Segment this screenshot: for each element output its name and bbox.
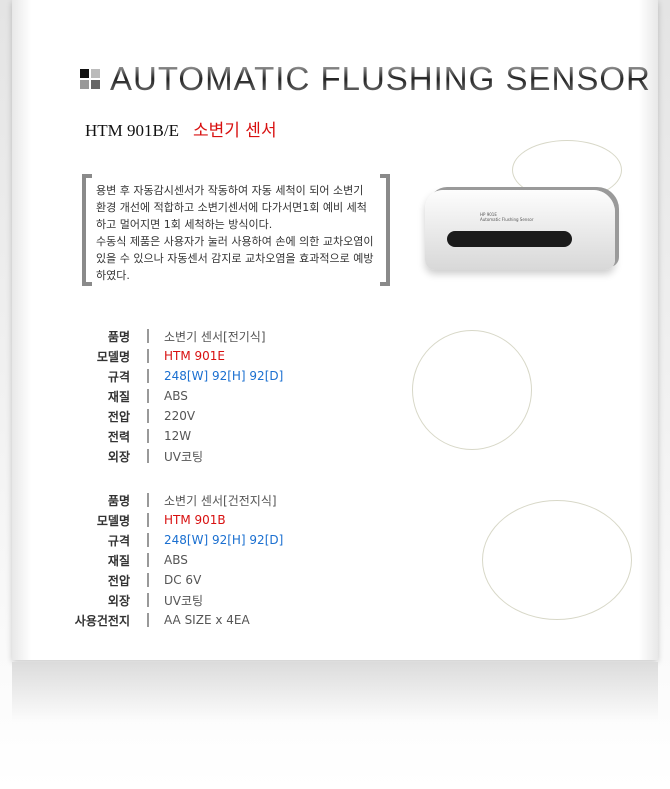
flower-decoration (412, 330, 532, 450)
spec-label: 재질 (107, 389, 130, 404)
spec-label: 품명 (107, 493, 130, 508)
divider (147, 389, 149, 403)
description-box: 용변 후 자동감시센서가 작동하여 자동 세척이 되어 소변기 환경 개선에 적… (82, 174, 390, 286)
subtitle: HTM 901B/E 소변기 센서 (85, 116, 277, 141)
spec-value: 12W (164, 429, 192, 443)
spec-label: 모델명 (96, 349, 130, 364)
spec-label: 외장 (107, 593, 130, 608)
spec-value: AA SIZE x 4EA (164, 613, 250, 627)
spec-row: 재질 ABS (60, 386, 283, 406)
spec-label: 전압 (107, 409, 130, 424)
divider (147, 369, 149, 383)
spec-row: 전력 12W (60, 426, 283, 446)
description-paragraph: 수동식 제품은 사용자가 눌러 사용하여 손에 의한 교차오염이 있을 수 있으… (96, 235, 374, 282)
spec-row: 품명 소변기 센서[전기식] (60, 326, 283, 346)
spec-row: 전압 220V (60, 406, 283, 426)
divider (147, 613, 149, 627)
spec-value: HTM 901E (164, 349, 226, 363)
spec-value: ABS (164, 553, 188, 567)
spec-label: 사용건전지 (74, 613, 130, 628)
spec-label: 전압 (107, 573, 130, 588)
spec-label: 규격 (107, 533, 130, 548)
spec-value: DC 6V (164, 573, 202, 587)
divider (147, 329, 149, 343)
spec-row: 전압 DC 6V (60, 570, 283, 590)
panel-reflection (12, 662, 658, 722)
flower-decoration (482, 500, 632, 620)
description-paragraph: 용변 후 자동감시센서가 작동하여 자동 세척이 되어 소변기 환경 개선에 적… (96, 184, 367, 231)
spec-label: 규격 (107, 369, 130, 384)
spec-label: 품명 (107, 329, 130, 344)
page-title: AUTOMATIC FLUSHING SENSOR (80, 60, 651, 98)
spec-label: 재질 (107, 553, 130, 568)
model-code: HTM 901B/E (85, 121, 179, 140)
divider (147, 429, 149, 443)
divider (147, 553, 149, 567)
spec-row: 재질 ABS (60, 550, 283, 570)
spec-row: 품명 소변기 센서[건전지식] (60, 490, 283, 510)
divider (147, 409, 149, 423)
spec-value: 소변기 센서[전기식] (164, 329, 266, 344)
spec-value: HTM 901B (164, 513, 226, 527)
squares-logo-icon (80, 69, 100, 89)
title-text: AUTOMATIC FLUSHING SENSOR (110, 60, 651, 97)
spec-label: 모델명 (96, 513, 130, 528)
spec-value: 소변기 센서[건전지식] (164, 493, 277, 508)
spec-row: 규격 248[W] 92[H] 92[D] (60, 530, 283, 550)
spec-value: 248[W] 92[H] 92[D] (164, 369, 284, 383)
spec-value: 220V (164, 409, 196, 423)
spec-value: 248[W] 92[H] 92[D] (164, 533, 284, 547)
spec-label: 전력 (107, 429, 130, 444)
divider (147, 513, 149, 527)
spec-label: 외장 (107, 449, 130, 464)
product-name: 소변기 센서 (192, 121, 277, 141)
spec-value: ABS (164, 389, 188, 403)
divider (147, 593, 149, 607)
sensor-window (447, 231, 572, 247)
spec-table-electric: document.write([0,1,2,3,4,5,6].map(i=>`<… (60, 326, 283, 466)
divider (147, 573, 149, 587)
spec-value: UV코팅 (164, 449, 204, 464)
divider (147, 349, 149, 363)
spec-row: 모델명 HTM 901B (60, 510, 283, 530)
spec-table-battery: document.write([0,1,2,3,4,5,6].map(i=>`<… (60, 490, 283, 630)
spec-row: 외장 UV코팅 (60, 446, 283, 466)
divider (147, 533, 149, 547)
spec-row: 외장 UV코팅 (60, 590, 283, 610)
divider (147, 449, 149, 463)
spec-row: 모델명 HTM 901E (60, 346, 283, 366)
divider (147, 493, 149, 507)
spec-row: 규격 248[W] 92[H] 92[D] (60, 366, 283, 386)
spec-value: UV코팅 (164, 593, 204, 608)
content-panel (12, 0, 658, 660)
spec-row: 사용건전지 AA SIZE x 4EA (60, 610, 283, 630)
